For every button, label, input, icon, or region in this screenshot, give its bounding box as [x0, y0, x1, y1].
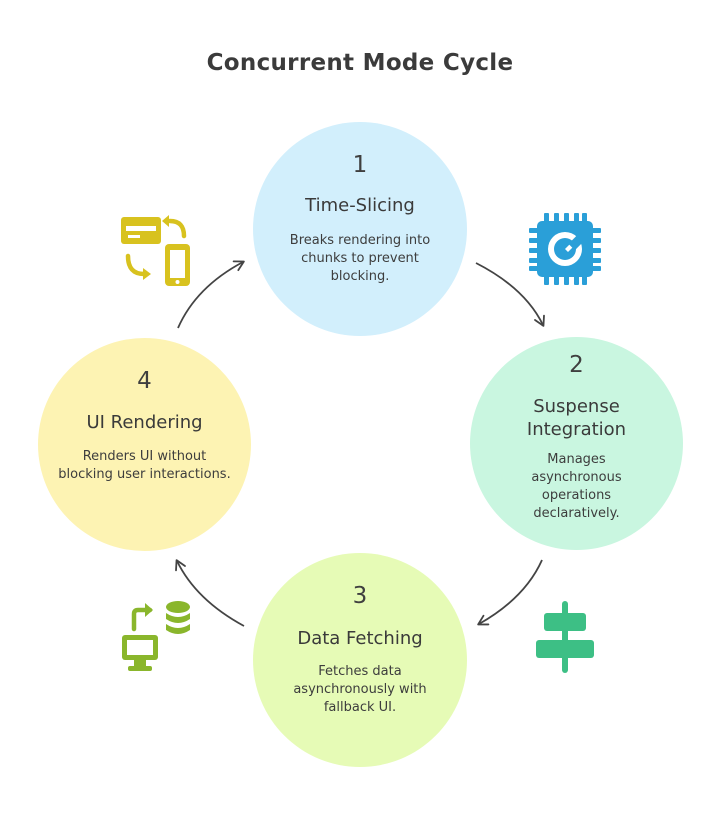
cpu-icon: [529, 213, 601, 285]
step-description: Manages asynchronous operations declarat…: [531, 452, 622, 521]
step-name: UI Rendering: [86, 412, 203, 433]
arrow-1-to-2: [475, 262, 545, 327]
step-name: Data Fetching: [297, 628, 423, 649]
database-sync-icon: [122, 601, 190, 671]
step-number: 1: [352, 152, 368, 178]
step-ui-rendering: 4 UI Rendering Renders UI without blocki…: [38, 338, 251, 551]
step-number: 4: [137, 368, 152, 394]
step-name: Suspense Integration: [526, 396, 627, 440]
device-sync-icon: [121, 215, 190, 286]
step-suspense-integration: 2 Suspense Integration Manages asynchron…: [470, 337, 683, 550]
step-description: Renders UI without blocking user interac…: [58, 449, 231, 482]
align-center-icon: [536, 601, 594, 673]
arrow-4-to-1: [177, 260, 245, 329]
step-description: Breaks rendering into chunks to prevent …: [289, 233, 431, 284]
step-number: 2: [569, 352, 584, 378]
step-time-slicing: 1 Time-Slicing Breaks rendering into chu…: [253, 122, 467, 336]
step-name: Time-Slicing: [305, 195, 415, 216]
diagram-title: Concurrent Mode Cycle: [206, 50, 514, 76]
arrow-2-to-3: [477, 559, 543, 626]
step-data-fetching: 3 Data Fetching Fetches data asynchronou…: [253, 553, 467, 767]
step-description: Fetches data asynchronously with fallbac…: [293, 664, 427, 715]
arrow-3-to-4: [175, 559, 245, 627]
step-number: 3: [352, 583, 368, 609]
